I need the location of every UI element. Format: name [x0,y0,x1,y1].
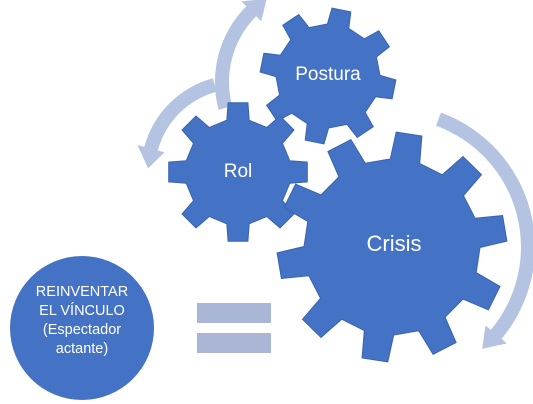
equals-sign-icon [197,303,271,353]
curved-arrow-down-icon [436,112,533,349]
gear-label-postura: Postura [295,64,361,85]
gear-postura [259,7,397,145]
curved-arrow-up-icon [215,0,267,110]
result-circle [10,256,154,400]
circle-text-line: REINVENTAR [35,284,129,300]
gear-crisis [276,131,508,363]
circle-text: REINVENTAR EL VÍNCULO (Espectador actant… [14,283,150,359]
gear-rol [168,102,308,242]
gear-label-crisis: Crisis [366,231,422,256]
circle-text-line: actante) [55,341,109,357]
curved-arrow-down-icon [137,78,217,169]
circle-text-line: (Espectador [42,322,122,338]
gear-label-rol: Rol [223,161,253,182]
circle-text-line: EL VÍNCULO [39,303,125,319]
